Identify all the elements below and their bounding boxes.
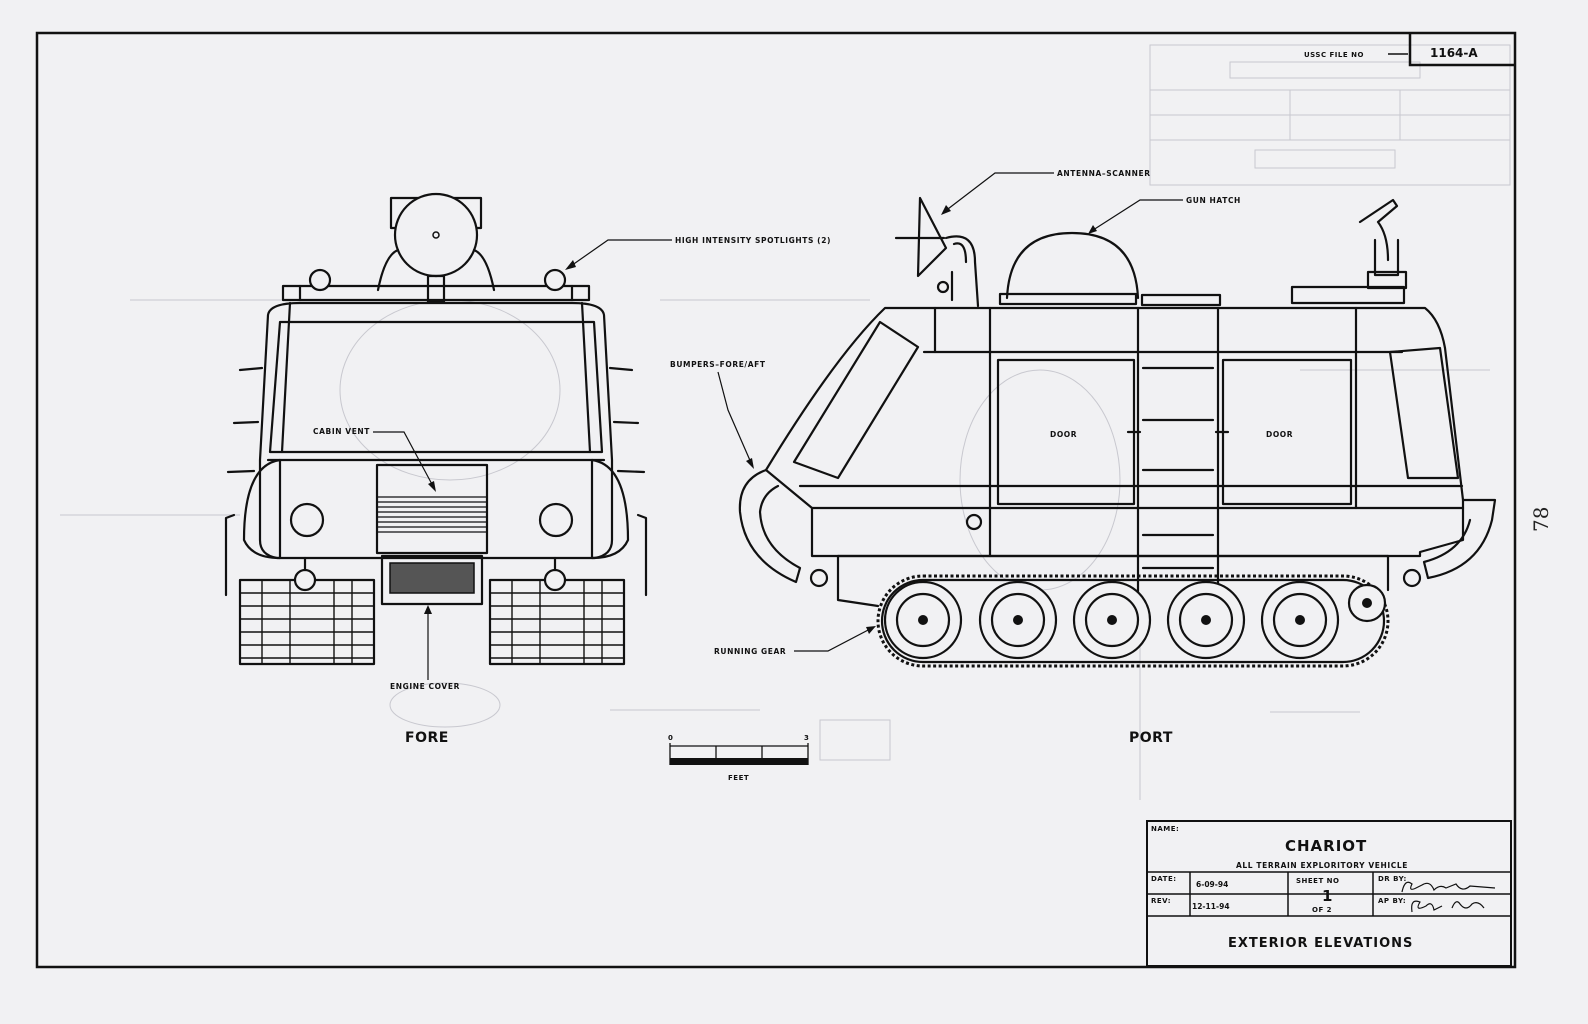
sheet-number: 1 bbox=[1322, 887, 1333, 905]
name-label: NAME: bbox=[1151, 825, 1179, 833]
drawing-title: EXTERIOR ELEVATIONS bbox=[1228, 936, 1413, 951]
callout-spotlights: HIGH INTENSITY SPOTLIGHTS (2) bbox=[675, 236, 831, 245]
sheet-of: OF 2 bbox=[1312, 906, 1332, 914]
date-value: 6-09-94 bbox=[1196, 880, 1228, 889]
drawn-by-signature bbox=[1401, 881, 1496, 893]
callout-engine-cover: ENGINE COVER bbox=[390, 682, 460, 691]
file-number-value: 1164-A bbox=[1430, 46, 1478, 60]
vehicle-subtitle: ALL TERRAIN EXPLORITORY VEHICLE bbox=[1236, 861, 1408, 870]
door-label-right: DOOR bbox=[1266, 430, 1293, 439]
view-label-port: PORT bbox=[1129, 730, 1173, 746]
callout-bumpers: BUMPERS–FORE/AFT bbox=[670, 360, 766, 369]
fore-elevation-drawing bbox=[224, 192, 648, 666]
scale-unit: FEET bbox=[728, 774, 749, 782]
rev-label: REV: bbox=[1151, 897, 1171, 905]
file-number-block: USSC FILE NO 1164-A bbox=[1304, 33, 1515, 67]
callout-cabin-vent: CABIN VENT bbox=[313, 427, 370, 436]
drawn-by-label: DR BY: bbox=[1378, 875, 1407, 883]
scale-bar: 0 3 FEET bbox=[668, 734, 809, 782]
title-block: NAME: CHARIOT ALL TERRAIN EXPLORITORY VE… bbox=[1146, 820, 1512, 967]
scale-start: 0 bbox=[668, 734, 673, 742]
approved-by-label: AP BY: bbox=[1378, 897, 1406, 905]
rev-value: 12-11-94 bbox=[1192, 902, 1230, 911]
scale-end: 3 bbox=[804, 734, 809, 742]
show-through-ghost bbox=[60, 44, 1511, 800]
view-label-fore: FORE bbox=[405, 730, 449, 746]
door-label-left: DOOR bbox=[1050, 430, 1077, 439]
approved-by-signature bbox=[1411, 900, 1485, 913]
date-label: DATE: bbox=[1151, 875, 1177, 883]
callout-gun-hatch: GUN HATCH bbox=[1186, 196, 1241, 205]
port-elevation-drawing: DOOR DOOR bbox=[738, 196, 1497, 668]
sheet-label: SHEET NO bbox=[1296, 877, 1339, 885]
sheet-border bbox=[35, 31, 1517, 969]
port-road-wheels bbox=[883, 580, 1387, 660]
file-number-label: USSC FILE NO bbox=[1304, 51, 1364, 59]
callout-running-gear: RUNNING GEAR bbox=[714, 647, 786, 656]
vehicle-name: CHARIOT bbox=[1285, 837, 1367, 855]
fore-callouts: HIGH INTENSITY SPOTLIGHTS (2) CABIN VENT… bbox=[313, 236, 831, 746]
page-number: 78 bbox=[1529, 507, 1553, 532]
callout-antenna-scanner: ANTENNA–SCANNER bbox=[1057, 169, 1151, 178]
port-callouts: ANTENNA–SCANNER GUN HATCH BUMPERS–FORE/A… bbox=[670, 169, 1241, 746]
